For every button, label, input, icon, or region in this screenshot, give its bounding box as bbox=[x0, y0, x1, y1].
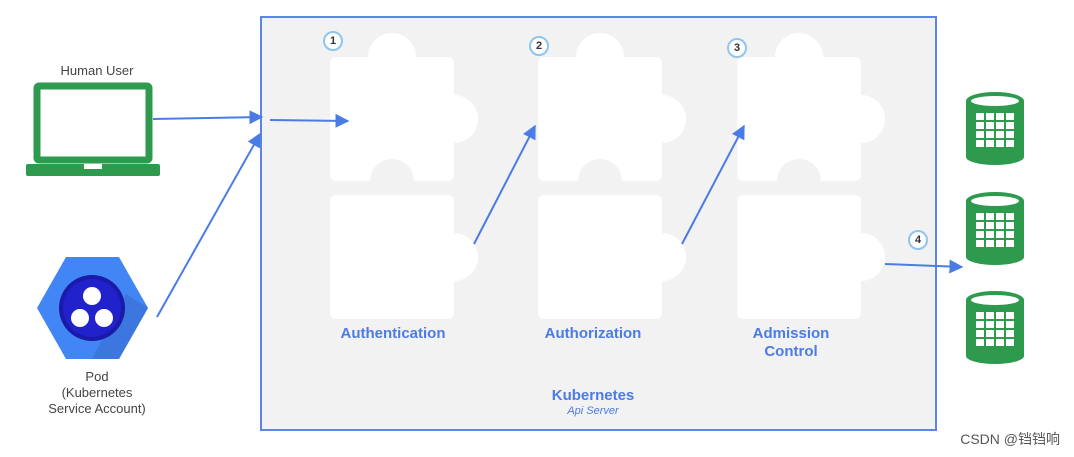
database-icon-2 bbox=[966, 192, 1024, 265]
watermark: CSDN @铛铛响 bbox=[960, 431, 1060, 447]
stage-label-authentication: Authentication bbox=[340, 325, 446, 342]
arrow-authz-to-admission bbox=[681, 124, 745, 245]
puzzle-pieces bbox=[330, 33, 885, 319]
step-badge-1: 1 bbox=[323, 31, 343, 51]
api-server-title: Kubernetes bbox=[551, 387, 635, 404]
laptop-icon bbox=[26, 82, 160, 176]
arrow-auth-to-authz bbox=[473, 124, 536, 245]
step-badge-4: 4 bbox=[908, 230, 928, 250]
pod-label: Pod (Kubernetes Service Account) bbox=[48, 369, 146, 416]
flow-arrows bbox=[152, 110, 964, 318]
step-badge-2: 2 bbox=[529, 36, 549, 56]
stage-label-admission-control: Admission Control bbox=[752, 325, 830, 360]
api-server-subtitle: Api Server bbox=[567, 405, 619, 417]
arrow-pod-to-server bbox=[156, 132, 261, 318]
human-user-label: Human User bbox=[60, 63, 134, 78]
database-icon-1 bbox=[966, 92, 1024, 165]
arrow-user-to-server bbox=[152, 110, 264, 125]
arrow-to-storage bbox=[884, 259, 964, 274]
stage-label-authorization: Authorization bbox=[544, 325, 642, 342]
database-icon-3 bbox=[966, 291, 1024, 364]
arrow-to-authentication bbox=[269, 113, 350, 128]
step-badge-3: 3 bbox=[727, 38, 747, 58]
pod-icon bbox=[37, 257, 148, 359]
